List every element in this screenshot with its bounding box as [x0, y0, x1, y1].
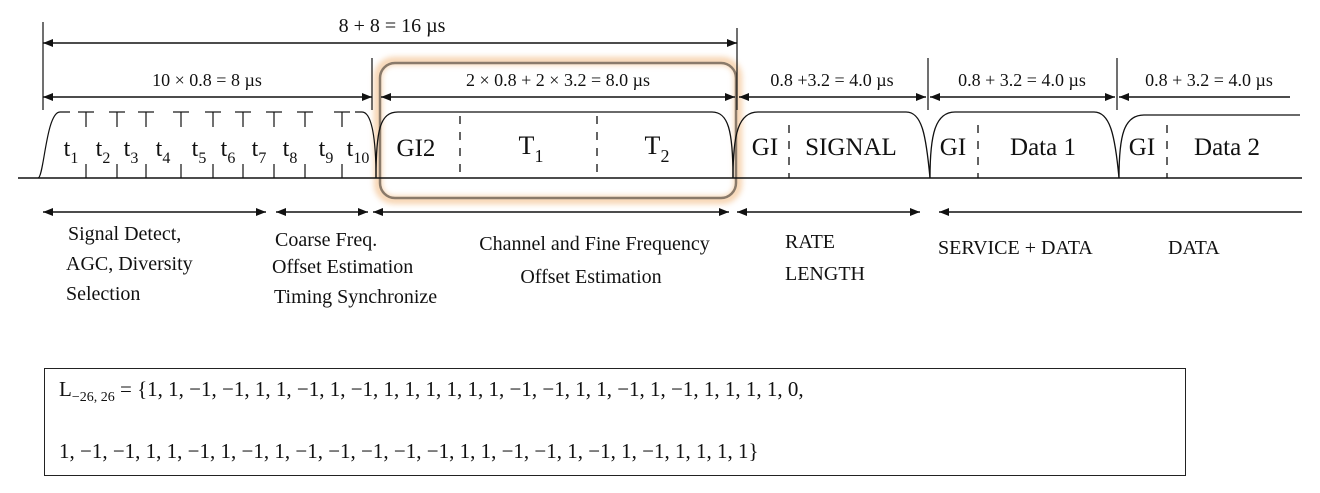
short-symbol-t4: t4 — [156, 136, 171, 167]
sequence-values-1: {1, 1, −1, −1, 1, 1, −1, 1, −1, 1, 1, 1,… — [137, 377, 804, 401]
short-symbol-t7: t7 — [252, 136, 267, 167]
short-symbol-t2: t2 — [96, 136, 111, 167]
function-service-data: SERVICE + DATA — [938, 237, 1093, 259]
short-training-symbols: t1 t2 t3 t4 t5 t6 t7 t8 t9 t10 — [64, 136, 370, 167]
long-training-t2: T2 — [645, 131, 670, 166]
short-training-ticks — [78, 111, 350, 178]
sequence-name: L−26, 26 — [59, 377, 115, 406]
total-duration-arrow: 8 + 8 = 16 µs — [43, 15, 737, 47]
short-symbol-t3: t3 — [124, 136, 139, 167]
data2-label: Data 2 — [1194, 134, 1260, 161]
data1-duration: 0.8 + 3.2 = 4.0 µs — [958, 70, 1086, 90]
data1-label: Data 1 — [1010, 134, 1076, 161]
function-rate-length: RATE LENGTH — [785, 231, 865, 285]
sequence-line-1: L−26, 26 = {1, 1, −1, −1, 1, 1, −1, 1, −… — [59, 377, 804, 406]
data2-shape — [1118, 114, 1300, 179]
ofdm-preamble-diagram: 8 + 8 = 16 µs 10 × 0.8 = 8 µs 2 × 0.8 + … — [18, 15, 1302, 308]
function-channel-fine: Channel and Fine Frequency Offset Estima… — [479, 233, 715, 288]
sequence-line-2: 1, −1, −1, 1, 1, −1, 1, −1, 1, −1, −1, −… — [59, 439, 759, 463]
data1-shape — [929, 111, 1120, 179]
training-sequence-box: L−26, 26 = {1, 1, −1, −1, 1, 1, −1, 1, −… — [44, 368, 1186, 476]
function-signal-detect: Signal Detect, AGC, Diversity Selection — [66, 223, 198, 305]
data2-duration: 0.8 + 3.2 = 4.0 µs — [1145, 70, 1273, 90]
long-training-t1: T1 — [519, 131, 544, 166]
function-data: DATA — [1168, 237, 1220, 259]
short-training-duration: 10 × 0.8 = 8 µs — [152, 70, 262, 90]
short-symbol-t1: t1 — [64, 136, 79, 167]
long-training-duration: 2 × 0.8 + 2 × 3.2 = 8.0 µs — [466, 70, 650, 90]
short-symbol-t8: t8 — [283, 136, 298, 167]
data1-gi: GI — [940, 134, 966, 161]
function-coarse-freq: Coarse Freq. Offset Estimation Timing Sy… — [272, 229, 437, 308]
signal-gi: GI — [752, 134, 778, 161]
total-duration-label: 8 + 8 = 16 µs — [339, 15, 446, 37]
short-symbol-t6: t6 — [221, 136, 236, 167]
signal-label: SIGNAL — [805, 134, 897, 161]
signal-shape — [732, 111, 931, 179]
short-symbol-t9: t9 — [319, 136, 334, 167]
long-training-gi: GI2 — [397, 135, 436, 162]
short-symbol-t10: t10 — [347, 136, 370, 167]
long-training-shape — [375, 111, 734, 179]
short-symbol-t5: t5 — [192, 136, 207, 167]
signal-duration: 0.8 +3.2 = 4.0 µs — [770, 70, 893, 90]
data2-gi: GI — [1129, 134, 1155, 161]
